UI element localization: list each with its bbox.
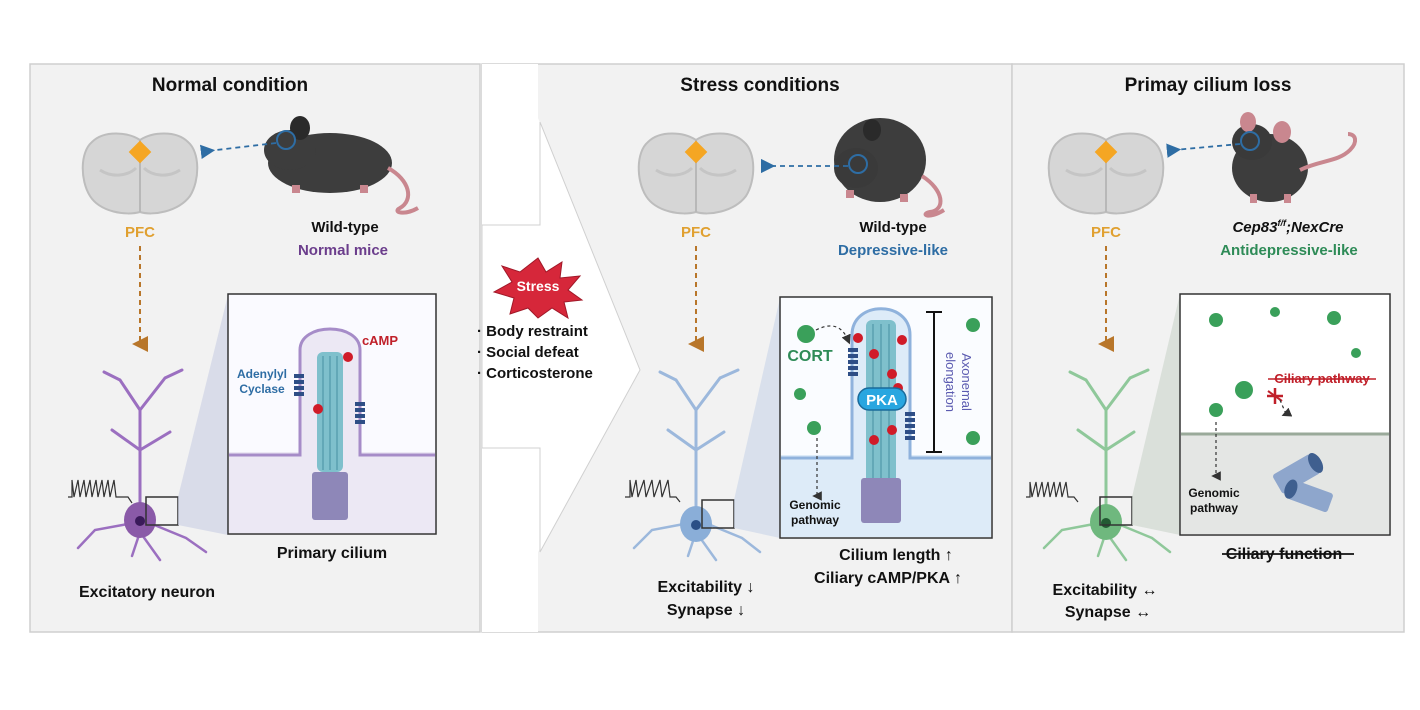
action-potential-trace bbox=[1026, 481, 1079, 503]
synapse-label: Synapse ↔ bbox=[1065, 604, 1151, 621]
mouse-icon bbox=[1232, 112, 1357, 203]
brain-icon bbox=[637, 132, 755, 215]
stressor-item-2: · Social defeat bbox=[477, 344, 579, 361]
neuron-icon bbox=[76, 368, 208, 562]
zoom-wedge bbox=[1132, 294, 1180, 535]
stress-badge-label: Stress bbox=[517, 278, 560, 294]
action-potential-trace bbox=[625, 479, 681, 503]
inset-caption: Primary cilium bbox=[277, 545, 387, 562]
panel-normal: Normal condition PFC Wild-type Normal mi… bbox=[29, 63, 481, 633]
dashed-arrow-eye-to-brain bbox=[1166, 143, 1241, 158]
stress-badge bbox=[492, 257, 584, 320]
mouse-genotype-label: Wild-type bbox=[859, 219, 926, 236]
panel-stress: Stress conditions Stress · Body restrain… bbox=[477, 63, 1013, 633]
action-potential-trace bbox=[68, 479, 133, 504]
panel-loss: Primay cilium loss PFC Cep83f/f;NexCre A… bbox=[1011, 63, 1405, 633]
panel-title: Primay cilium loss bbox=[1125, 75, 1292, 96]
cilium-inset bbox=[1179, 293, 1391, 536]
mouse-icon bbox=[834, 118, 946, 218]
eye-highlight-circle bbox=[276, 130, 296, 150]
stressor-item-1: · Body restraint bbox=[477, 323, 588, 340]
panel-title: Normal condition bbox=[152, 75, 308, 96]
excitability-label: Excitability ↔ bbox=[1053, 582, 1158, 599]
brain-icon bbox=[81, 132, 199, 215]
pathway-label: pathway bbox=[1190, 501, 1238, 515]
ciliary-camp-result: Ciliary cAMP/PKA ↑ bbox=[814, 570, 962, 587]
mouse-phenotype-label: Depressive-like bbox=[838, 242, 948, 259]
dashed-arrow-eye-to-brain bbox=[200, 142, 277, 159]
pfc-label: PFC bbox=[681, 224, 711, 241]
pfc-label: PFC bbox=[1091, 224, 1121, 241]
brain-icon bbox=[1047, 132, 1165, 215]
pfc-label: PFC bbox=[125, 224, 155, 241]
zoom-wedge bbox=[734, 298, 780, 538]
mouse-genotype-label: Wild-type bbox=[311, 219, 378, 236]
cyclase-label: Cyclase bbox=[239, 382, 285, 396]
cort-label: CORT bbox=[787, 348, 833, 365]
cilium-inset bbox=[779, 296, 993, 539]
axonemal-label: Axonemal bbox=[959, 353, 974, 411]
mouse-phenotype-label: Antidepressive-like bbox=[1220, 242, 1358, 259]
pka-label: PKA bbox=[866, 392, 898, 409]
synapse-label: Synapse ↓ bbox=[667, 602, 745, 619]
mouse-genotype-label: Cep83f/f;NexCre bbox=[1232, 218, 1343, 236]
pathway-label: pathway bbox=[791, 513, 839, 527]
zoom-wedge bbox=[178, 295, 228, 535]
camp-label: cAMP bbox=[362, 333, 398, 348]
cilium-inset bbox=[227, 293, 437, 535]
big-chevron-shape bbox=[481, 121, 641, 553]
mouse-phenotype-label: Normal mice bbox=[298, 242, 388, 259]
eye-highlight-circle bbox=[1240, 131, 1260, 151]
elongation-label: elongation bbox=[943, 352, 958, 412]
eye-highlight-circle bbox=[848, 154, 868, 174]
adenylyl-label: Adenylyl bbox=[237, 367, 287, 381]
genomic-label: Genomic bbox=[1188, 486, 1240, 500]
excitability-label: Excitability ↓ bbox=[658, 579, 755, 596]
genomic-label: Genomic bbox=[789, 498, 841, 512]
neuron-icon bbox=[632, 368, 762, 562]
cilium-length-result: Cilium length ↑ bbox=[839, 547, 953, 564]
neuron-label: Excitatory neuron bbox=[79, 584, 215, 601]
panel-title: Stress conditions bbox=[680, 75, 839, 96]
stressor-item-3: · Corticosterone bbox=[477, 365, 593, 382]
